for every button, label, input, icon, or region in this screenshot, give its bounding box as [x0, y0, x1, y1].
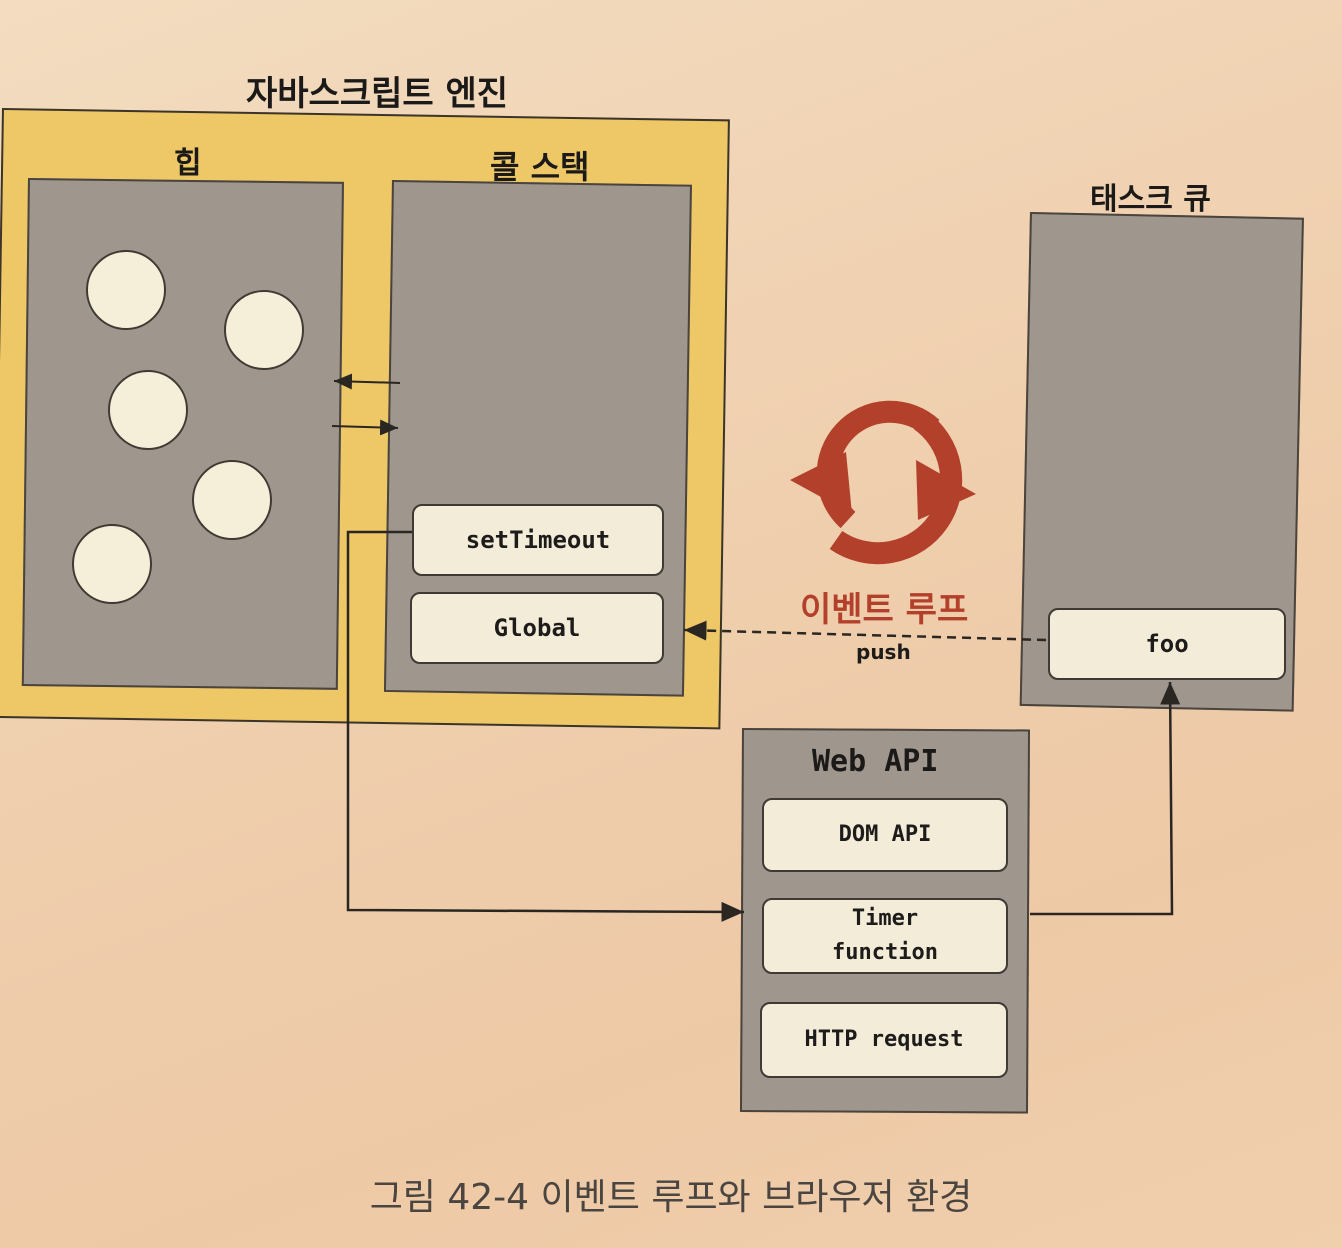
heap-object — [224, 290, 304, 370]
web-api-item-dom: DOM API — [762, 798, 1008, 872]
figure-caption: 그림 42-4 이벤트 루프와 브라우저 환경 — [369, 1177, 973, 1218]
push-arrow — [683, 620, 1047, 642]
heap-object — [72, 524, 152, 604]
call-stack-frame-settimeout: setTimeout — [412, 504, 664, 576]
heap-object — [86, 250, 166, 330]
call-stack-title: 콜 스택 — [490, 148, 590, 186]
call-stack-frame-global: Global — [410, 592, 664, 664]
timer-to-task-queue-arrow — [1030, 681, 1181, 916]
task-queue-title: 태스크 큐 — [1090, 182, 1211, 217]
web-api-title: Web API — [812, 744, 939, 779]
push-label: push — [856, 640, 911, 664]
event-loop-icon — [790, 400, 976, 565]
heap-object — [108, 370, 188, 450]
web-api-item-timer: Timer function — [762, 898, 1008, 974]
task-queue-item-foo: foo — [1048, 608, 1286, 680]
settimeout-to-timer-arrow — [346, 530, 745, 922]
stack-to-heap-arrow — [333, 373, 401, 390]
engine-title: 자바스크립트 엔진 — [246, 74, 509, 114]
heap-to-stack-arrow — [331, 419, 399, 436]
web-api-item-http: HTTP request — [760, 1002, 1008, 1078]
heap-object — [192, 460, 272, 540]
heap-title: 힙 — [174, 146, 202, 181]
event-loop-label: 이벤트 루프 — [800, 590, 969, 630]
